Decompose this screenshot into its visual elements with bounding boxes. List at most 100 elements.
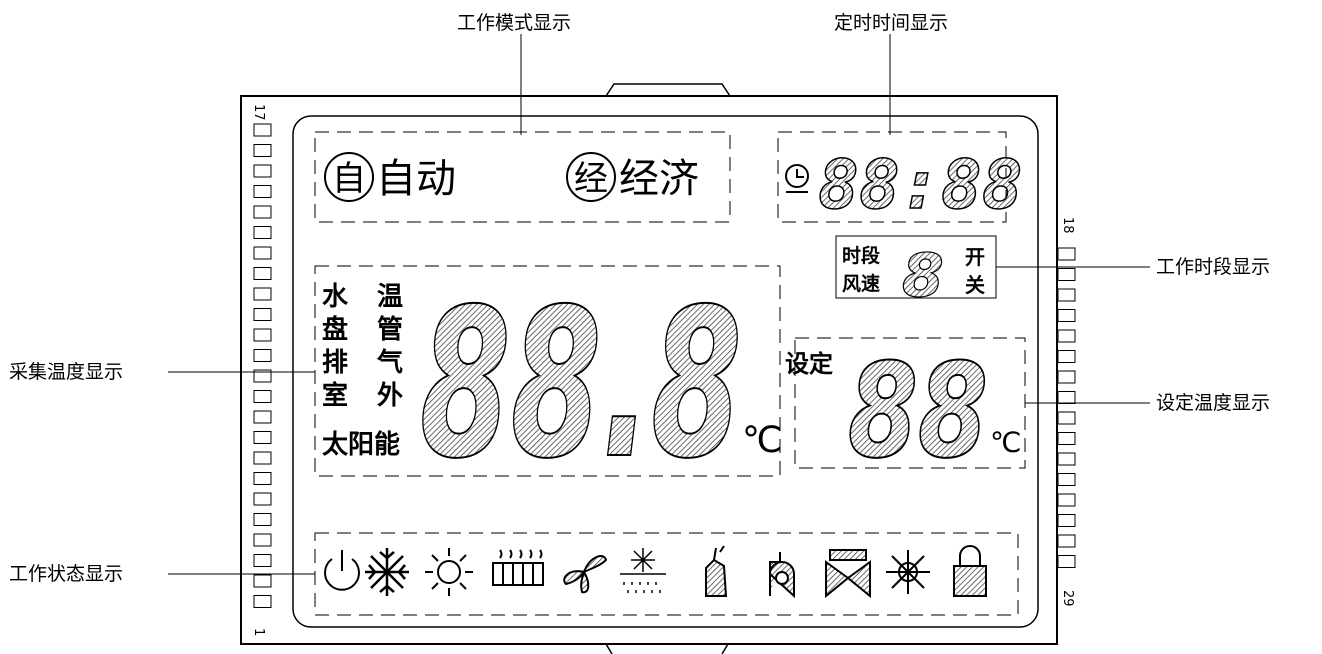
pin-pad xyxy=(253,123,272,137)
auto-mode-label: 自动 xyxy=(376,156,456,202)
pin-pad xyxy=(253,369,272,383)
pin-pad xyxy=(253,554,272,567)
sensor-label-temp: 温 xyxy=(377,282,403,312)
pin-pad xyxy=(1057,432,1076,445)
clock-box xyxy=(777,131,1007,223)
pin-pad xyxy=(1057,288,1076,302)
sun-icon xyxy=(425,548,473,596)
clock-digits: 88:88 xyxy=(818,146,1023,225)
eco-mode-badge: 经 xyxy=(574,159,608,199)
eco-mode-ring xyxy=(566,152,616,202)
pin-pad xyxy=(1057,411,1076,425)
period-digit: 8 xyxy=(902,241,944,311)
pin-pad xyxy=(253,390,272,403)
power-icon xyxy=(324,550,360,591)
callout-period: 工作时段显示 xyxy=(1156,256,1271,278)
pin-pad xyxy=(253,246,272,260)
pin-pad xyxy=(253,492,272,506)
pin-pad xyxy=(253,513,272,526)
sensor-label-exhaust: 排 xyxy=(322,348,348,378)
pin-pad xyxy=(253,472,272,485)
sensor-label-water: 水 xyxy=(322,282,349,312)
lcd-top-tab xyxy=(605,83,731,97)
pin-pad xyxy=(1057,370,1076,384)
fan-icon xyxy=(563,555,608,594)
pin-pad xyxy=(253,574,272,588)
setpoint-unit: ℃ xyxy=(990,426,1021,459)
pin-pad xyxy=(1057,452,1076,466)
setpoint-digits: 88 xyxy=(848,335,988,487)
status-box xyxy=(314,532,1019,616)
pin-pad xyxy=(253,185,272,198)
valve-icon xyxy=(705,545,728,597)
pin-pad xyxy=(1057,514,1076,527)
antifreeze-icon xyxy=(886,550,930,594)
pin-pad xyxy=(1057,534,1076,548)
pin-label-17: 17 xyxy=(251,104,266,121)
pin-pad xyxy=(1057,329,1076,343)
bypass-valve-icon xyxy=(825,549,871,599)
pin-label-18: 18 xyxy=(1060,217,1075,234)
pin-pad xyxy=(253,410,272,424)
sensor-label-gas: 气 xyxy=(376,347,403,378)
sensor-label-solar-1: 太 xyxy=(322,430,349,460)
callout-status: 工作状态显示 xyxy=(9,563,124,585)
sensor-label-indoor: 室 xyxy=(322,380,348,411)
pin-pad xyxy=(1057,268,1076,281)
pin-pad xyxy=(253,533,272,547)
pin-pad xyxy=(1057,350,1076,363)
pump-icon xyxy=(768,552,795,599)
callout-mode: 工作模式显示 xyxy=(457,12,572,34)
pin-pad xyxy=(253,431,272,444)
pin-pad xyxy=(253,205,272,219)
defrost-icon xyxy=(620,548,666,593)
left-pin-strip xyxy=(253,123,272,608)
clock-icon xyxy=(785,164,809,193)
callout-timer: 定时时间显示 xyxy=(834,12,949,34)
sensor-label-pipe: 管 xyxy=(377,315,403,345)
pin-pad xyxy=(1057,473,1076,486)
lock-icon xyxy=(953,545,987,597)
pin-pad xyxy=(253,595,272,608)
auto-mode-badge: 自 xyxy=(332,159,366,199)
sensor-label-outdoor: 外 xyxy=(377,381,403,411)
pin-label-29: 29 xyxy=(1060,590,1075,607)
snowflake-icon xyxy=(365,548,409,596)
sensor-label-coil: 盘 xyxy=(322,314,348,345)
pin-pad xyxy=(253,349,272,362)
pin-pad xyxy=(253,144,272,157)
right-pin-strip xyxy=(1057,247,1076,568)
fan-speed-label: 风速 xyxy=(842,272,880,295)
heater-icon xyxy=(492,549,544,586)
pin-pad xyxy=(253,287,272,301)
lcd-outer-frame xyxy=(240,95,1058,645)
pin-pad xyxy=(1057,247,1076,261)
mode-box xyxy=(314,131,731,223)
pin-pad xyxy=(1057,493,1076,507)
callout-set-temp: 设定温度显示 xyxy=(1156,392,1271,414)
pin-pad xyxy=(253,226,272,239)
pin-pad xyxy=(1057,391,1076,404)
pin-pad xyxy=(253,164,272,178)
on-label: 开 xyxy=(965,245,985,269)
pin-pad xyxy=(253,308,272,321)
pin-pad xyxy=(253,451,272,465)
callout-lines xyxy=(168,34,1150,575)
pin-label-1: 1 xyxy=(251,628,266,636)
pin-pad xyxy=(253,267,272,280)
pin-pad xyxy=(1057,555,1076,568)
pin-pad xyxy=(1057,309,1076,322)
callout-collect: 采集温度显示 xyxy=(9,361,124,383)
setpoint-label: 设定 xyxy=(785,350,833,378)
off-label: 关 xyxy=(965,273,985,297)
main-temperature-digits: 88.8 xyxy=(420,266,742,504)
sensor-label-solar-2: 阳能 xyxy=(348,429,400,460)
period-label: 时段 xyxy=(842,244,881,267)
main-temperature-unit: ℃ xyxy=(742,420,782,461)
eco-mode-label: 经济 xyxy=(619,156,699,202)
auto-mode-ring xyxy=(324,152,374,202)
sensor-box xyxy=(314,265,781,477)
lcd-bottom-tab xyxy=(605,643,729,654)
pin-pad xyxy=(253,328,272,342)
